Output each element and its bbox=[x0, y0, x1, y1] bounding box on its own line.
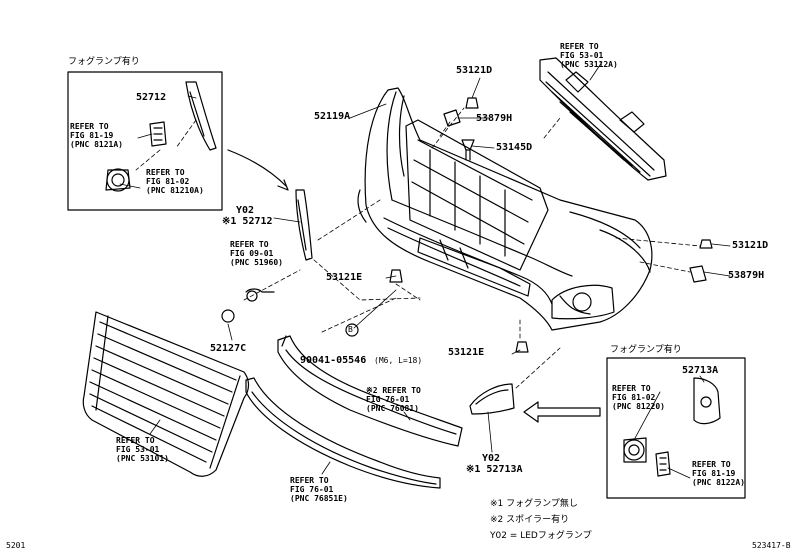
bumper-cover bbox=[357, 87, 653, 331]
arrow-top-left bbox=[227, 149, 289, 191]
part-52712-no-fog: ※1 52712 bbox=[222, 216, 273, 227]
part-52127C: 52127C bbox=[210, 343, 247, 354]
legend-note-1: ※1 フォグランプ無し bbox=[490, 499, 578, 509]
legend-note-2: ※2 スポイラー有り bbox=[490, 515, 570, 525]
ref-fig-81-19-top: REFER TO FIG 81-19 (PNC 8121A) bbox=[70, 122, 123, 149]
assembly-lines bbox=[135, 107, 701, 389]
part-52119A: 52119A bbox=[314, 111, 351, 122]
part-53121E-low: 53121E bbox=[448, 347, 485, 358]
arrow-right bbox=[523, 401, 601, 423]
bracket-52712 bbox=[295, 189, 313, 261]
part-53879H-right: 53879H bbox=[728, 270, 765, 281]
legend-note-3: Y02 = LEDフォグランプ bbox=[490, 531, 592, 541]
fog-bracket-52712-inset bbox=[105, 81, 217, 192]
part-y02-52713A: Y02 bbox=[482, 453, 501, 464]
part-52713A-no-fog: ※1 52713A bbox=[466, 464, 523, 475]
part-53121D-right: 53121D bbox=[732, 240, 769, 251]
part-53145D: 53145D bbox=[496, 142, 533, 153]
part-52713A-inset: 52713A bbox=[682, 365, 719, 376]
ref-fig-81-02-top: REFER TO FIG 81-02 (PNC 81210A) bbox=[146, 168, 204, 195]
part-53879H-top: 53879H bbox=[476, 113, 513, 124]
fasteners bbox=[221, 97, 713, 353]
bolt-symbol: B bbox=[348, 325, 353, 334]
fog-lamp-with-title-top: フォグランプ有り bbox=[68, 57, 140, 67]
part-90041-spec: (M6, L=18) bbox=[374, 356, 423, 365]
ref-fig-81-19-right: REFER TO FIG 81-19 (PNC 8122A) bbox=[692, 460, 745, 487]
ref-fig-09-01: REFER TO FIG 09-01 (PNC 51960) bbox=[230, 240, 283, 267]
bracket-52713A bbox=[469, 383, 515, 415]
ref-fig-53-01-top: REFER TO FIG 53-01 (PNC 53112A) bbox=[560, 42, 618, 69]
part-y02-52712: Y02 bbox=[236, 205, 255, 216]
fog-inset-right bbox=[606, 357, 746, 499]
ref-fig-53-01-left: REFER TO FIG 53-01 (PNC 53101) bbox=[116, 436, 169, 463]
ref-fig-81-02-right: REFER TO FIG 81-02 (PNC 81220) bbox=[612, 384, 665, 411]
ref-fig-76-01-spoiler: ※2 REFER TO FIG 76-01 (PNC 76081) bbox=[366, 386, 421, 413]
part-90041-05546: 90041-05546 bbox=[300, 355, 367, 366]
lower-garnish bbox=[245, 377, 441, 489]
bolt-marker-circle bbox=[345, 323, 359, 337]
leader-lines bbox=[119, 61, 731, 479]
front-spoiler bbox=[277, 335, 463, 447]
fog-bracket-52713A-inset bbox=[623, 377, 721, 477]
fog-lamp-with-title-right: フォグランプ有り bbox=[610, 345, 682, 355]
part-53121E-mid: 53121E bbox=[326, 272, 363, 283]
footer-left-code: 5201 bbox=[6, 541, 26, 550]
upper-grille bbox=[539, 57, 667, 181]
part-53121D-top: 53121D bbox=[456, 65, 493, 76]
ref-fig-76-01-low: REFER TO FIG 76-01 (PNC 76851E) bbox=[290, 476, 348, 503]
front-grille bbox=[82, 311, 250, 477]
part-52712-inset: 52712 bbox=[136, 92, 167, 103]
footer-right-code: 523417-B bbox=[752, 541, 791, 550]
fog-inset-top-left bbox=[67, 71, 223, 211]
